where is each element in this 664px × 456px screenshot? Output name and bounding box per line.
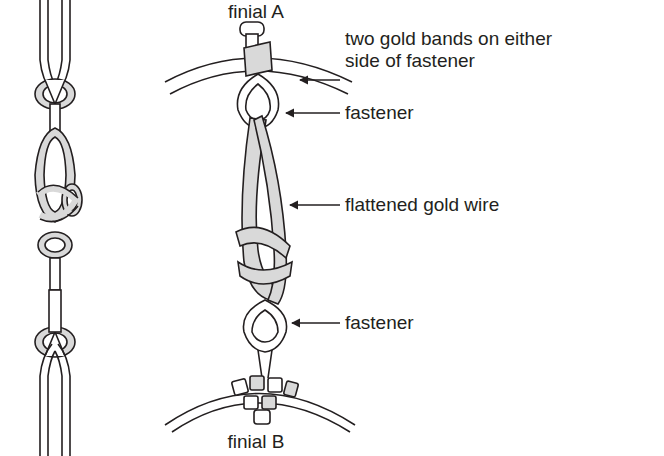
leader-line <box>292 322 340 323</box>
chain-view <box>35 0 82 456</box>
part-label: finial A <box>228 1 284 23</box>
part-label: finial B <box>227 431 284 453</box>
fastener-assembly <box>165 22 355 432</box>
leader-arrows <box>286 80 340 323</box>
leader-line <box>286 112 340 113</box>
leader-line <box>290 204 340 205</box>
part-label: flattened gold wire <box>345 194 499 216</box>
leader-line <box>300 79 340 80</box>
part-label: fastener <box>345 312 414 334</box>
part-label: fastener <box>345 102 414 124</box>
part-label: two gold bands on either side of fastene… <box>345 28 570 72</box>
